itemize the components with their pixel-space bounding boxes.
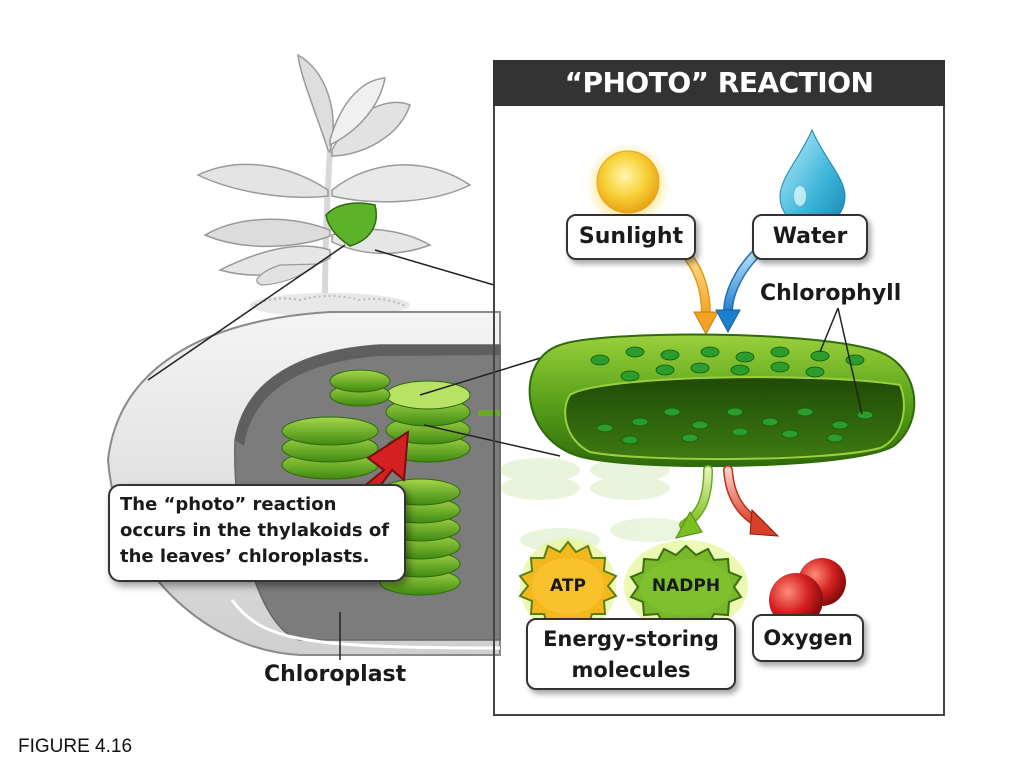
atp-burst-icon (518, 538, 618, 634)
chlorophyll-label: Chlorophyll (760, 281, 902, 306)
chlorophyll-dots (590, 346, 874, 445)
energy-arrow (675, 465, 713, 539)
thylakoid-illustration (528, 333, 916, 468)
nadph-burst-icon (624, 540, 748, 632)
oxygen-label: Oxygen (752, 614, 864, 662)
sun-icon (586, 143, 670, 227)
energy-storing-line1: Energy-storing (543, 627, 719, 651)
oxygen-arrow (723, 465, 780, 537)
plant-illustration (196, 53, 472, 317)
grana-stacks (281, 369, 500, 596)
energy-storing-label: Energy-storing molecules (526, 618, 736, 690)
callout-line3: the leaves’ chloroplasts. (120, 546, 370, 567)
oxygen-molecule-icon (769, 558, 846, 627)
sunlight-label: Sunlight (566, 214, 696, 260)
callout-line1: The “photo” reaction (120, 494, 337, 515)
callout-line2: occurs in the thylakoids of (120, 520, 390, 541)
atp-label: ATP (550, 576, 586, 596)
water-label: Water (752, 214, 868, 260)
ghost-grana (500, 458, 690, 552)
chloroplast-label: Chloroplast (264, 662, 407, 687)
panel-title: “PHOTO” REACTION (493, 60, 945, 106)
zoom-lines (147, 244, 561, 457)
nadph-label: NADPH (651, 576, 721, 596)
figure-caption: FIGURE 4.16 (18, 736, 133, 757)
thylakoid-callout: The “photo” reaction occurs in the thyla… (108, 484, 406, 582)
energy-storing-line2: molecules (571, 658, 691, 682)
chlorophyll-pointers (819, 307, 863, 415)
